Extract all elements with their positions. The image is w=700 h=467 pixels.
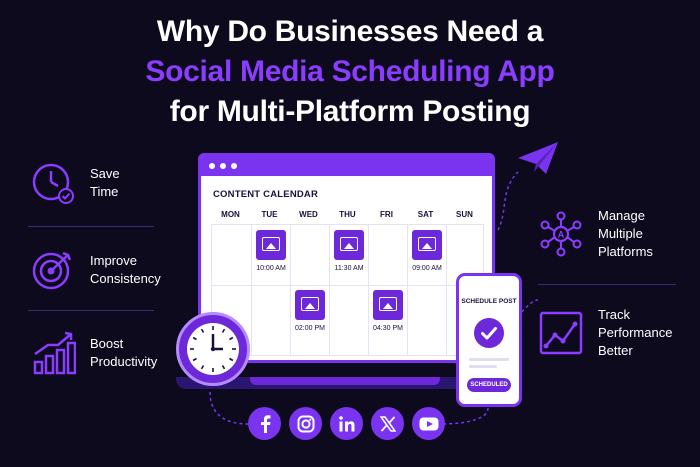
facebook-icon[interactable] — [248, 407, 281, 440]
post-time: 09:00 AM — [412, 265, 442, 272]
post-time: 11:30 AM — [334, 265, 364, 272]
window-titlebar — [201, 156, 492, 176]
feature-label: Time — [90, 184, 119, 199]
feature-label: Performance — [598, 325, 673, 340]
svg-text:A: A — [558, 230, 565, 240]
scheduled-button[interactable]: SCHEDULED — [467, 378, 511, 392]
feature-label: Better — [598, 343, 633, 358]
weekday-label: SAT — [417, 210, 434, 219]
weekday-label: SUN — [456, 210, 473, 219]
growth-chart-icon — [33, 331, 76, 375]
divider — [28, 226, 154, 227]
scheduled-post-image-icon[interactable] — [295, 290, 325, 320]
x-icon[interactable] — [371, 407, 404, 440]
clock-check-icon — [32, 163, 74, 204]
weekday-label: TUE — [261, 210, 278, 219]
headline-line-3: for Multi-Platform Posting — [169, 95, 531, 128]
headline-line-1: Why Do Businesses Need a — [156, 15, 544, 48]
weekday-label: THU — [339, 210, 356, 219]
feature-label: Improve — [90, 253, 137, 268]
network-icon: A — [540, 211, 582, 257]
weekday-label: MON — [221, 210, 240, 219]
feature-label: Track — [598, 307, 631, 322]
linkedin-icon[interactable] — [330, 407, 363, 440]
feature-label: Platforms — [598, 244, 653, 259]
scheduled-post-image-icon[interactable] — [412, 230, 442, 260]
calendar-title: CONTENT CALENDAR — [213, 189, 319, 200]
target-icon — [32, 251, 72, 290]
clock-face — [187, 323, 239, 375]
weekday-label: WED — [299, 210, 318, 219]
calendar-grid: 10:00 AM 11:30 AM 09:00 AM 02:00 PM 04:3… — [211, 224, 484, 356]
wall-clock-icon — [176, 312, 250, 386]
feature-label: Save — [90, 166, 120, 181]
feature-label: Productivity — [90, 354, 158, 369]
phone-schedule-post: SCHEDULE POST SCHEDULED — [456, 273, 522, 407]
divider — [28, 310, 154, 311]
headline-line-2: Social Media Scheduling App — [145, 55, 555, 88]
divider — [538, 284, 676, 285]
scheduled-post-image-icon[interactable] — [373, 290, 403, 320]
feature-label: Manage — [598, 208, 645, 223]
scheduled-post-image-icon[interactable] — [256, 230, 286, 260]
trend-chart-icon — [539, 311, 583, 355]
window-dot — [231, 163, 237, 169]
feature-label: Multiple — [598, 226, 643, 241]
phone-title: SCHEDULE POST — [461, 298, 517, 305]
scheduled-post-image-icon[interactable] — [334, 230, 364, 260]
window-dot — [209, 163, 215, 169]
calendar-weekdays: MON TUE WED THU FRI SAT SUN — [211, 210, 484, 219]
instagram-icon[interactable] — [289, 407, 322, 440]
check-circle-icon — [474, 318, 504, 348]
weekday-label: FRI — [380, 210, 393, 219]
feature-label: Consistency — [90, 271, 161, 286]
post-time: 10:00 AM — [256, 265, 286, 272]
placeholder-line — [469, 365, 497, 368]
laptop-calendar-window: CONTENT CALENDAR MON TUE WED THU FRI SAT… — [198, 153, 495, 363]
window-dot — [220, 163, 226, 169]
feature-label: Boost — [90, 336, 124, 351]
post-time: 02:00 PM — [295, 325, 325, 332]
paper-plane-icon — [518, 142, 558, 174]
placeholder-line — [469, 358, 509, 361]
youtube-icon[interactable] — [412, 407, 445, 440]
post-time: 04:30 PM — [373, 325, 403, 332]
laptop-trackpad — [250, 377, 440, 385]
